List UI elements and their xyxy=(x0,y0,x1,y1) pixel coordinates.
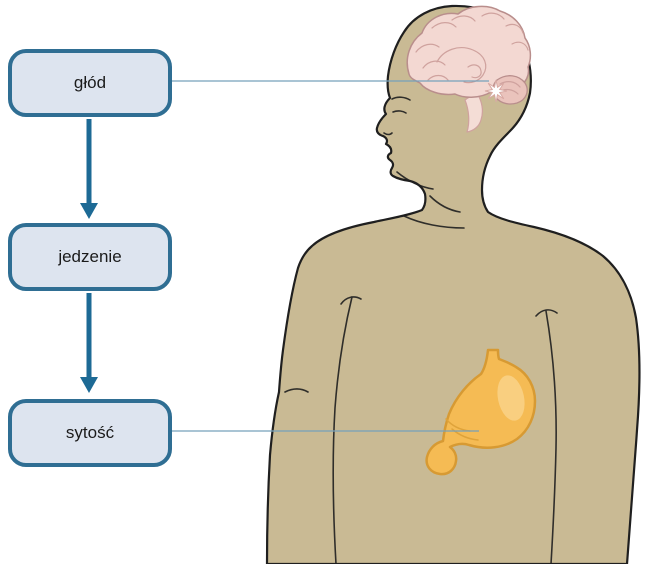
node-hunger: głód xyxy=(8,49,172,117)
jaw-line xyxy=(396,171,434,190)
arrowhead-icon xyxy=(80,203,98,219)
neck-line xyxy=(429,195,461,213)
elbow-crease-line xyxy=(284,388,309,393)
inner-right-arm-line xyxy=(545,310,557,564)
human-body-silhouette xyxy=(265,4,641,564)
brain-illustration xyxy=(406,5,532,133)
stomach-highlight xyxy=(497,375,525,421)
nostril-line xyxy=(383,132,393,136)
node-satiety-label: sytość xyxy=(65,423,115,442)
node-hunger-label: głód xyxy=(73,73,107,92)
left-armpit-line xyxy=(340,296,362,305)
stomach-illustration xyxy=(425,348,537,476)
eye-line xyxy=(392,110,407,114)
arrow-eating-to-satiety xyxy=(80,293,98,393)
node-satiety: sytość xyxy=(8,399,172,467)
inner-left-arm-line xyxy=(332,296,353,564)
node-eating-label: jedzenie xyxy=(58,247,122,266)
starburst-icon xyxy=(484,79,508,103)
cerebrum xyxy=(406,5,532,98)
arrowhead-icon xyxy=(80,377,98,393)
collar-line xyxy=(403,215,465,229)
right-armpit-line xyxy=(535,309,558,317)
body-detail-lines xyxy=(284,96,558,564)
body-outline xyxy=(265,4,641,564)
connector-lines xyxy=(150,80,489,432)
flow-arrows xyxy=(80,119,98,393)
eyebrow-line xyxy=(391,96,411,101)
brain-gyri xyxy=(415,12,529,95)
node-eating: jedzenie xyxy=(8,223,172,291)
arrow-hunger-to-eating xyxy=(80,119,98,219)
